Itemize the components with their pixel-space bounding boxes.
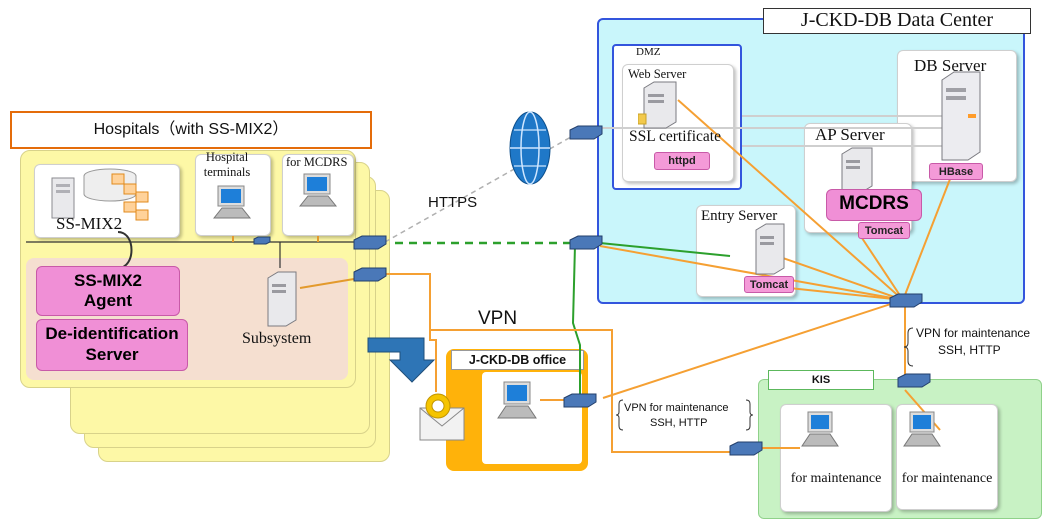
office-title: J-CKD-DB office <box>451 350 584 370</box>
server-icon <box>941 71 981 161</box>
for-mcdrs-tile <box>282 154 354 236</box>
email-icon <box>419 393 465 441</box>
vpn-maintenance-label-1: VPN for maintenance <box>916 326 1031 340</box>
hospitals-title: Hospitals（with SS-MIX2） <box>10 111 372 149</box>
for-mcdrs-label: for MCDRS <box>286 155 348 169</box>
ssh-http-label-2: SSH, HTTP <box>650 417 708 429</box>
router-icon <box>889 293 923 308</box>
vpn-maintenance-label-2: VPN for maintenance <box>624 402 729 414</box>
router-icon <box>563 393 597 408</box>
dmz-label: DMZ <box>636 46 661 58</box>
web-server-label: Web Server <box>628 67 687 81</box>
server-icon <box>51 177 75 219</box>
subsystem-label: Subsystem <box>242 330 312 347</box>
server-icon <box>841 147 873 193</box>
router-icon <box>569 125 603 140</box>
arrow-icon <box>367 337 436 383</box>
ssl-certificate-label: SSL certificate <box>629 128 721 145</box>
kis-title: KIS <box>768 370 874 390</box>
document-stack-icon <box>111 173 149 221</box>
hospital-terminals-tile <box>195 154 271 236</box>
https-label: HTTPS <box>428 194 478 211</box>
pc-icon <box>497 381 537 419</box>
kis-maint-tile-1 <box>780 404 892 512</box>
server-icon <box>755 223 785 275</box>
ap-server-label: AP Server <box>815 125 885 144</box>
ssh-http-label-1: SSH, HTTP <box>938 343 1001 357</box>
server-icon <box>267 271 297 327</box>
tomcat-entry-tag: Tomcat <box>744 276 794 293</box>
ssmix2-agent-box: SS-MIX2 Agent <box>36 266 180 316</box>
router-icon <box>253 236 271 245</box>
pc-icon <box>903 411 941 447</box>
router-icon <box>569 235 603 250</box>
entry-server-label: Entry Server <box>701 208 778 224</box>
pc-icon <box>298 173 338 207</box>
ssmix2-label: SS-MIX2 <box>56 214 123 233</box>
pc-icon <box>801 411 839 447</box>
kis-maint-label-2: for maintenance <box>901 471 993 486</box>
datacenter-title: J-CKD-DB Data Center <box>763 8 1031 34</box>
mcdrs-box: MCDRS <box>826 189 922 221</box>
router-icon <box>897 373 931 388</box>
vpn-label: VPN <box>478 308 518 329</box>
pc-icon <box>212 185 252 219</box>
db-server-label: DB Server <box>914 56 987 75</box>
hbase-tag: HBase <box>929 163 983 180</box>
hospital-terminals-label: Hospital terminals <box>203 150 251 179</box>
kis-maint-label-1: for maintenance <box>790 471 882 486</box>
router-icon <box>729 441 763 456</box>
server-icon <box>638 81 677 129</box>
router-icon <box>353 267 387 282</box>
globe-icon <box>509 111 551 185</box>
deidentification-server-box: De-identification Server <box>36 319 188 371</box>
tomcat-ap-tag: Tomcat <box>858 222 910 239</box>
httpd-tag: httpd <box>654 152 710 170</box>
router-icon <box>353 235 387 250</box>
